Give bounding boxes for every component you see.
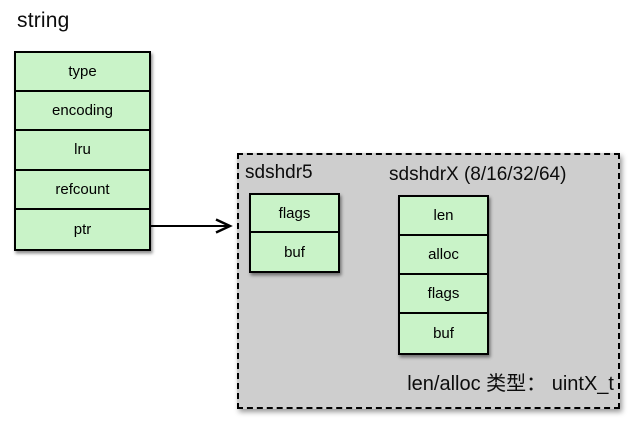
robj-row-ptr: ptr [73,220,92,238]
sdshdrx-row-buf: buf [433,325,454,342]
robj-row-lru: lru [16,131,149,171]
sdshdr5-row-flags: flags [251,195,338,233]
sdshdr5-row-buf: buf [284,243,305,261]
sdshdrx-row-flags: flags [400,275,487,314]
sdshdrx-struct: len alloc flags buf [398,195,489,355]
sdshdrx-label: sdshdrX (8/16/32/64) [389,164,567,185]
type-note: len/alloc 类型： uintX_t [407,373,614,395]
sdshdr5-label: sdshdr5 [245,162,313,183]
sds-container: sdshdr5 flags buf sdshdrX (8/16/32/64) l… [237,153,620,409]
page-title: string [17,9,70,32]
robj-struct: type encoding lru refcount ptr [14,51,151,251]
sdshdr5-struct: flags buf [249,193,340,273]
robj-row-refcount: refcount [16,171,149,210]
robj-row-encoding: encoding [16,92,149,132]
robj-row-type: type [16,53,149,93]
sdshdrx-row-len: len [400,197,487,236]
ptr-arrow-icon [151,218,233,234]
sdshdrx-row-alloc: alloc [400,236,487,275]
